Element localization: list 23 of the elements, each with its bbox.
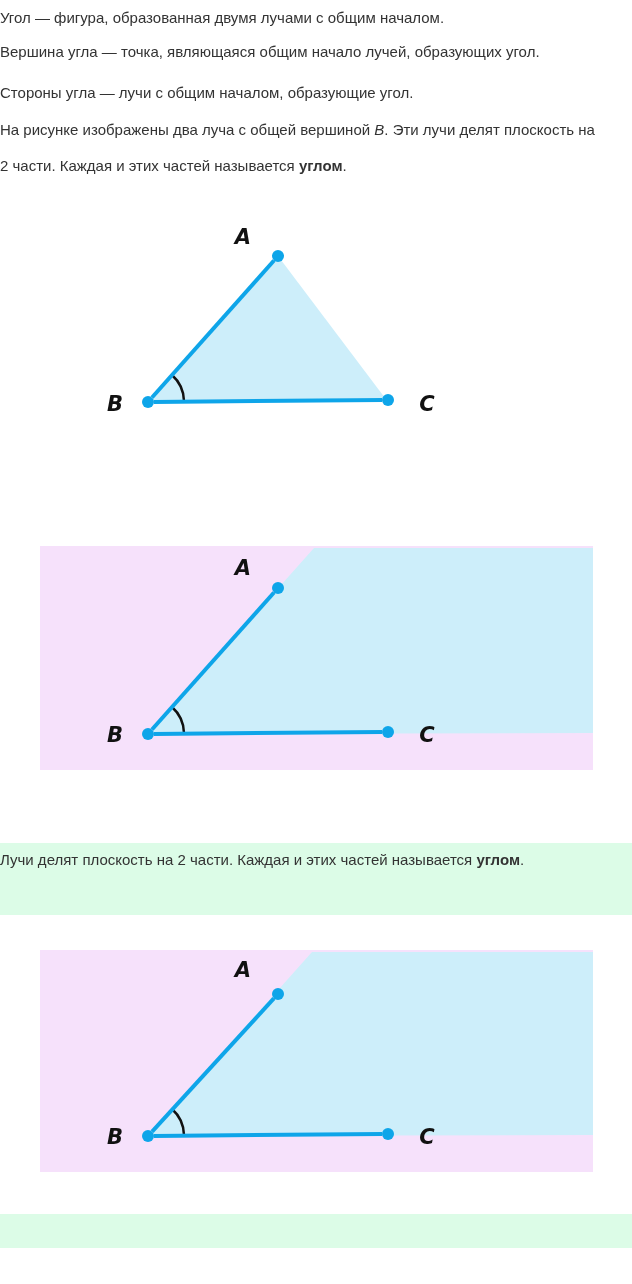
point-letter: C bbox=[418, 1125, 436, 1149]
point-letter: B bbox=[106, 1125, 124, 1149]
point-letter: A bbox=[232, 225, 253, 249]
point-letter: A bbox=[232, 556, 253, 580]
ray-line bbox=[150, 997, 276, 1133]
ray-line bbox=[153, 398, 383, 404]
text-paragraph: Лучи делят плоскость на 2 части. Каждая и этих частей называется углом. bbox=[0, 850, 526, 870]
point-letter: C bbox=[418, 392, 436, 416]
text-paragraph: Стороны угла — лучи с общим началом, образующие угол. bbox=[0, 83, 415, 103]
text-paragraph: Вершина угла — точка, являющаяся общим начало лучей, образующих угол. bbox=[0, 42, 541, 62]
point-letter: B bbox=[106, 392, 124, 416]
point-letter: A bbox=[232, 958, 253, 982]
point-letter: B bbox=[106, 723, 124, 747]
labelled-point bbox=[232, 556, 284, 594]
text-paragraph: На рисунке изображены два луча с общей вершиной B. Эти лучи делят плоскость на 2 части. Каждая и этих частей называется углом. bbox=[0, 120, 596, 176]
ray-line bbox=[153, 730, 383, 736]
ray-line bbox=[150, 259, 276, 399]
ray-line bbox=[150, 591, 276, 731]
labelled-point bbox=[232, 958, 284, 1000]
point-letter: C bbox=[418, 723, 436, 747]
labelled-point bbox=[232, 225, 284, 262]
text-paragraph: Угол — фигура, образованная двумя лучами с общим началом. bbox=[0, 8, 446, 28]
ray-line bbox=[153, 1132, 383, 1138]
